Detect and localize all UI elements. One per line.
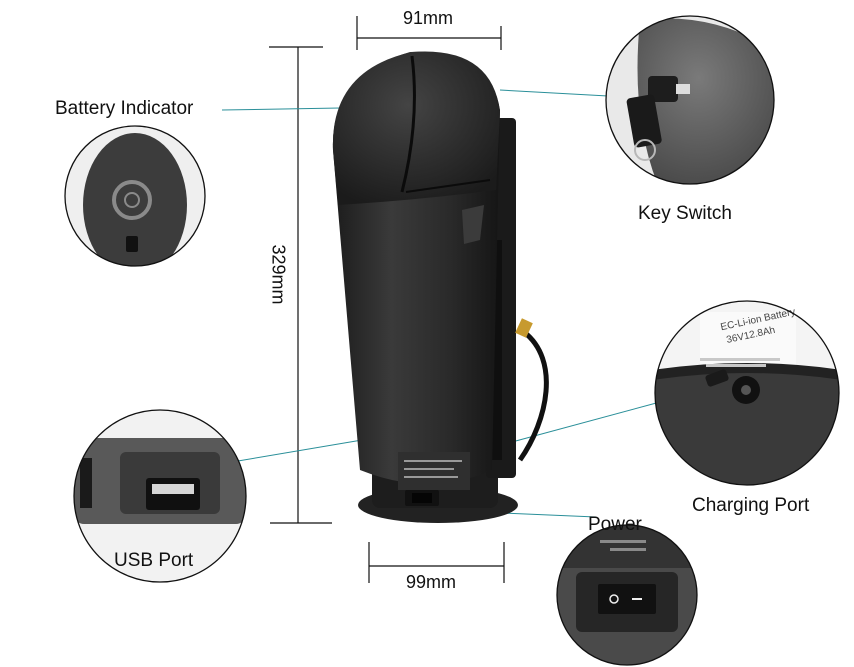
dimension-width-base <box>368 542 505 583</box>
key-switch-label: Key Switch <box>638 203 732 224</box>
key-switch-photo <box>605 15 775 185</box>
dim-width-top-label: 91mm <box>403 8 454 28</box>
battery-indicator-photo <box>64 125 206 267</box>
usb-port-photo <box>73 409 247 583</box>
dim-height-label: 329mm <box>268 244 289 305</box>
key-icon <box>626 76 690 161</box>
dimension-height <box>269 46 332 524</box>
battery-indicator-label: Battery Indicator <box>55 98 194 119</box>
usb-port-label: USB Port <box>114 550 194 571</box>
usb-socket-icon <box>146 478 200 510</box>
power-switch-photo <box>556 524 698 666</box>
battery-product <box>332 51 549 523</box>
indicator-lights-icon <box>112 180 152 220</box>
rocker-switch-icon <box>598 584 656 614</box>
power-label: Power <box>588 514 642 535</box>
charging-socket-icon <box>705 369 760 404</box>
charging-port-label: Charging Port <box>692 495 810 516</box>
charging-port-photo: EC-Li-ion Battery 36V12.8Ah <box>654 300 840 486</box>
dim-width-base-label: 99mm <box>406 572 457 592</box>
dimension-width-top <box>356 16 502 50</box>
